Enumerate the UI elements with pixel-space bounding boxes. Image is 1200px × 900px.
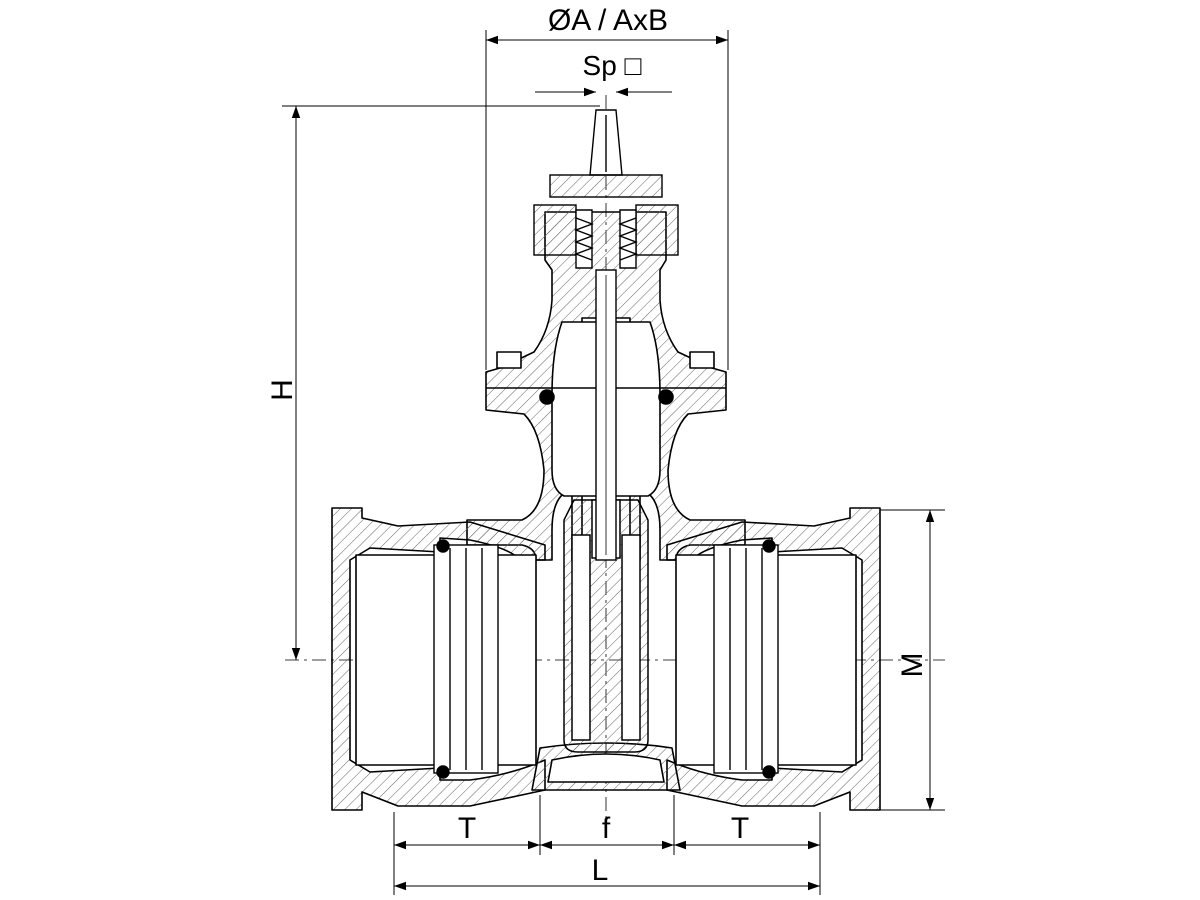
label-top-dimension: ØA / AxB	[548, 4, 668, 37]
label-face-gap: f	[602, 812, 611, 845]
bolt-head-right	[689, 351, 715, 369]
wedge-slot-left	[571, 534, 591, 741]
stuffing-box	[533, 174, 679, 269]
right-ring-top	[762, 539, 776, 553]
oring-left	[539, 389, 555, 405]
left-ring-top	[436, 539, 450, 553]
gland-cap	[549, 174, 663, 198]
packing-zigzag-right	[618, 217, 638, 261]
label-socket-dimension: M	[896, 653, 929, 678]
body-bottom-inner	[547, 753, 665, 783]
dimensions	[282, 30, 945, 895]
label-overall-length: L	[592, 854, 609, 887]
oring-right	[658, 389, 674, 405]
stem	[589, 109, 623, 561]
gland-body-right	[635, 204, 679, 256]
label-socket-depth-left: T	[458, 812, 476, 845]
sealing-rings	[433, 539, 779, 779]
wedge-slot-right	[621, 534, 641, 741]
bolt-head-left	[496, 351, 522, 369]
label-socket-depth-right: T	[731, 812, 749, 845]
left-ring-bottom	[436, 765, 450, 779]
dimension-labels: ØA / AxB Sp □ H T f T L M	[266, 4, 929, 887]
right-ring-bottom	[762, 765, 776, 779]
gland-body-left	[533, 204, 577, 256]
packing-zigzag-left	[574, 217, 594, 261]
label-height: H	[266, 379, 299, 401]
label-spindle: Sp □	[583, 50, 642, 81]
